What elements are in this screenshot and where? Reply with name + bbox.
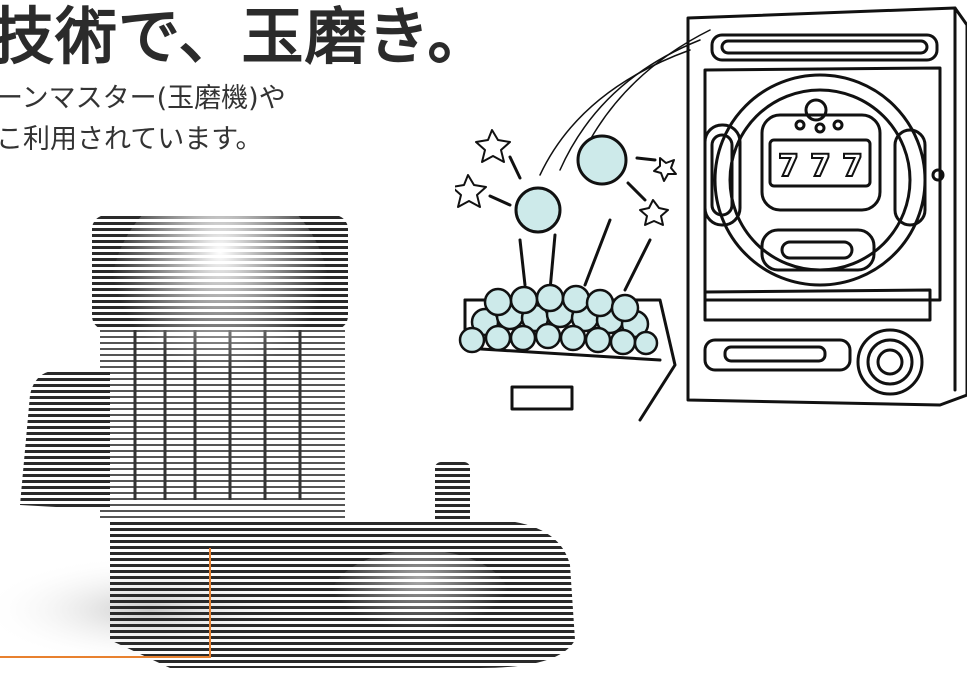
flying-balls — [514, 134, 628, 234]
machine-handle — [856, 328, 924, 396]
sparkle-icon — [475, 129, 511, 163]
ball — [576, 134, 628, 186]
sparkle-icon — [639, 199, 669, 226]
machine-reel-window — [768, 138, 872, 188]
machine-playfield — [703, 66, 942, 302]
machine-tray — [703, 338, 852, 372]
reel-digit-3: 7 — [842, 149, 863, 184]
subcopy-line-2: こ利用されています。 — [0, 124, 263, 155]
motor-illustration — [0, 205, 575, 668]
pachinko-illustration: 7 7 7 — [455, 6, 967, 422]
machine-start-pocket — [760, 228, 876, 272]
sparkle-icon — [455, 174, 487, 208]
machine-display-frame — [760, 113, 882, 212]
callout-line — [0, 548, 211, 658]
headline: 技術で、玉磨き。 — [0, 0, 491, 73]
ball — [514, 186, 562, 234]
motor-shaft — [435, 462, 470, 532]
ball-pile — [458, 283, 659, 356]
subcopy: ーンマスター(玉磨機)や こ利用されています。 — [0, 78, 286, 160]
reel-digit-2: 7 — [810, 149, 831, 184]
motor-terminal-box — [20, 370, 110, 510]
reel-digit-1: 7 — [778, 149, 799, 184]
subcopy-line-1: ーンマスター(玉磨機)や — [0, 83, 286, 114]
machine-top-slot — [710, 33, 939, 62]
